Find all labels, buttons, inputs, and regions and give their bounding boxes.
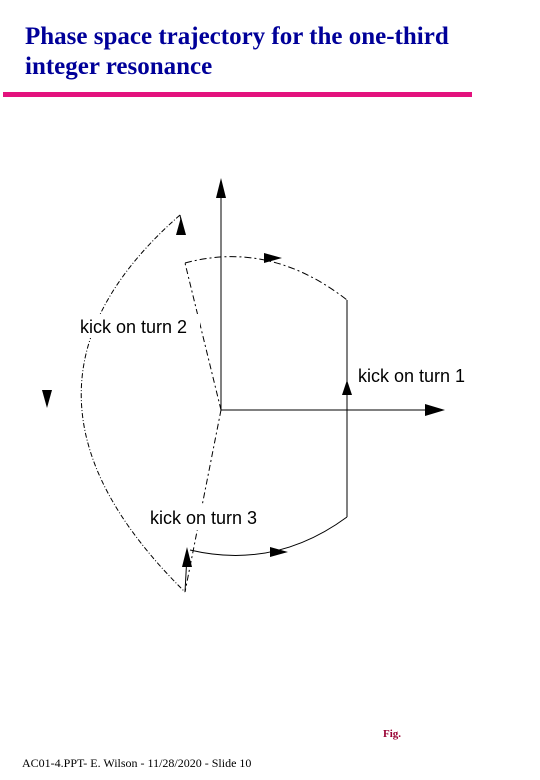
kick-line-turn3 <box>184 409 222 593</box>
arc-arrow-outer-left <box>42 390 52 408</box>
arc-arrow-bottom <box>270 547 288 557</box>
label-kick-turn1: kick on turn 1 <box>358 366 465 386</box>
label-bg-turn1 <box>354 364 469 388</box>
vertical-axis-arrowhead <box>216 178 226 198</box>
horizontal-axis-arrowhead <box>425 404 445 416</box>
title-underline <box>3 92 472 97</box>
label-kick-turn3: kick on turn 3 <box>150 508 257 528</box>
label-bg-turn3 <box>146 506 268 530</box>
trajectory-arc-outer <box>80 214 186 593</box>
figure-label: Fig. <box>383 728 402 740</box>
arc-arrow-outer-top <box>176 217 186 235</box>
slide-title: Phase space trajectory for the one-third… <box>25 23 449 80</box>
label-bg-turn2 <box>76 314 200 338</box>
arc-arrow-top <box>264 253 282 263</box>
trajectory-arc-turn1 <box>184 256 348 301</box>
slide-footer: AC01-4.PPT- E. Wilson - 11/28/2020 - Sli… <box>22 756 252 770</box>
outer-arc-bottom-segment <box>184 554 188 593</box>
label-kick-turn2: kick on turn 2 <box>80 317 187 337</box>
kick-arrow-turn1 <box>342 380 352 395</box>
kick-line-turn2 <box>184 262 222 411</box>
